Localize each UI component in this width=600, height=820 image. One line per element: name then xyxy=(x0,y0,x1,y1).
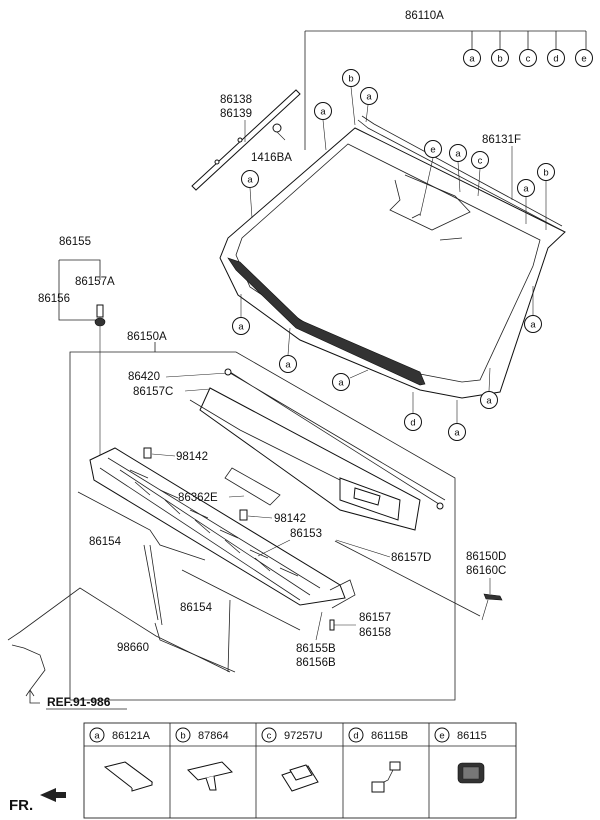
legend-part-d: 86115B xyxy=(371,730,408,742)
callout-a-10: a xyxy=(480,391,498,409)
callout-d-top: d xyxy=(547,49,565,67)
legend-part-c: 97257U xyxy=(284,730,323,742)
legend-letter-c: c xyxy=(267,731,272,742)
windshield-callouts: b a a e a c 86131F a b a a a a d a a a xyxy=(232,69,555,441)
label-86157: 86157 xyxy=(359,612,391,624)
svg-text:a: a xyxy=(530,320,536,331)
legend-letter-b: b xyxy=(180,731,185,742)
front-marker: FR. xyxy=(9,788,66,814)
legend-part-e: 86115 xyxy=(457,730,487,742)
parts-86157-86158: 86157 86158 86155B 86156B xyxy=(296,611,391,669)
svg-text:a: a xyxy=(320,107,326,118)
label-1416BA: 1416BA xyxy=(251,152,292,164)
legend-letter-a: a xyxy=(94,731,100,742)
callout-a-9: a xyxy=(448,423,466,441)
label-86155: 86155 xyxy=(59,236,91,248)
svg-text:a: a xyxy=(366,92,372,103)
callout-a-4: a xyxy=(517,179,535,197)
callout-a-8: a xyxy=(332,373,350,391)
svg-text:a: a xyxy=(486,396,492,407)
label-98142-a: 98142 xyxy=(176,451,208,463)
label-86154-a: 86154 xyxy=(89,536,122,548)
cowl-panel-frame: 86150A xyxy=(69,331,456,701)
legend-cell-e: e 86115 xyxy=(434,727,487,784)
label-86154-b: 86154 xyxy=(180,602,213,614)
svg-text:e: e xyxy=(581,54,586,65)
svg-text:a: a xyxy=(238,322,244,333)
callout-a-top: a xyxy=(463,49,481,67)
label-86139: 86139 xyxy=(220,108,252,120)
reference-note: REF.91-986 xyxy=(25,689,127,710)
callout-a-6: a xyxy=(232,317,250,335)
callout-e-1: e xyxy=(424,140,442,158)
part-86155-group: 86155 86157A 86156 xyxy=(38,236,115,460)
legend-cell-c: c 97257U xyxy=(261,727,323,792)
callout-a-3: a xyxy=(449,144,467,162)
label-86420: 86420 xyxy=(128,371,160,383)
cowl-body: 98142 86362E 98142 86153 86157D xyxy=(89,447,431,609)
svg-text:d: d xyxy=(410,418,415,429)
molding-86138-group: 86138 86139 1416BA xyxy=(191,89,301,191)
svg-text:c: c xyxy=(526,54,531,65)
label-86155B: 86155B xyxy=(296,643,336,655)
callout-a-11: a xyxy=(524,315,542,333)
callout-a-2: a xyxy=(314,102,332,120)
callout-a-5: a xyxy=(241,170,259,188)
part-86110A-group: 86110A a b c d e xyxy=(304,10,593,150)
callout-b-1: b xyxy=(342,69,360,87)
legend-letter-e: e xyxy=(439,731,444,742)
callout-c-top: c xyxy=(519,49,537,67)
label-86157A: 86157A xyxy=(75,276,115,288)
label-86156: 86156 xyxy=(38,293,70,305)
label-98660: 98660 xyxy=(117,642,149,654)
svg-text:a: a xyxy=(454,428,460,439)
parts-86150D-86160C: 86150D 86160C xyxy=(334,540,506,621)
svg-text:b: b xyxy=(348,74,353,85)
label-98142-b: 98142 xyxy=(274,513,306,525)
label-86362E: 86362E xyxy=(178,492,218,504)
callout-e-top: e xyxy=(575,49,593,67)
callout-a-7: a xyxy=(279,355,297,373)
label-86110A: 86110A xyxy=(405,10,444,22)
svg-text:b: b xyxy=(497,54,502,65)
legend-letter-d: d xyxy=(353,731,358,742)
front-label: FR. xyxy=(9,797,33,814)
label-86160C: 86160C xyxy=(466,565,506,577)
svg-text:a: a xyxy=(455,149,461,160)
callout-b-2: b xyxy=(537,163,555,181)
legend-cell-d: d 86115B xyxy=(348,727,408,793)
svg-text:a: a xyxy=(523,184,529,195)
legend-table: a 86121A b 87864 c 97257U d 86115B xyxy=(83,722,517,819)
legend-cell-b: b 87864 xyxy=(175,727,233,791)
label-86150A: 86150A xyxy=(127,331,167,343)
legend-part-b: 87864 xyxy=(198,730,229,742)
label-86157C: 86157C xyxy=(133,386,173,398)
hose-lines: 86154 86154 98660 xyxy=(7,491,301,691)
label-86153: 86153 xyxy=(290,528,322,540)
legend-part-a: 86121A xyxy=(112,730,151,742)
windshield-glass xyxy=(219,115,566,399)
svg-text:a: a xyxy=(469,54,475,65)
svg-text:e: e xyxy=(430,145,435,156)
svg-text:c: c xyxy=(478,156,483,167)
svg-text:a: a xyxy=(285,360,291,371)
label-86150D: 86150D xyxy=(466,551,506,563)
svg-text:a: a xyxy=(247,175,253,186)
cover-86157C: 86420 86157C xyxy=(128,368,446,531)
label-86158: 86158 xyxy=(359,627,391,639)
callout-d-1: d xyxy=(404,413,422,431)
label-86156B: 86156B xyxy=(296,657,336,669)
reference-label: REF.91-986 xyxy=(47,695,111,709)
callout-b-top: b xyxy=(491,49,509,67)
label-86131F: 86131F xyxy=(482,134,521,146)
callout-c-1: c xyxy=(471,151,489,169)
callout-a-1: a xyxy=(360,87,378,105)
label-86157D: 86157D xyxy=(391,552,431,564)
svg-text:a: a xyxy=(338,378,344,389)
legend-cell-a: a 86121A xyxy=(89,727,154,792)
svg-text:d: d xyxy=(553,54,558,65)
svg-text:b: b xyxy=(543,168,548,179)
label-86138: 86138 xyxy=(220,94,252,106)
